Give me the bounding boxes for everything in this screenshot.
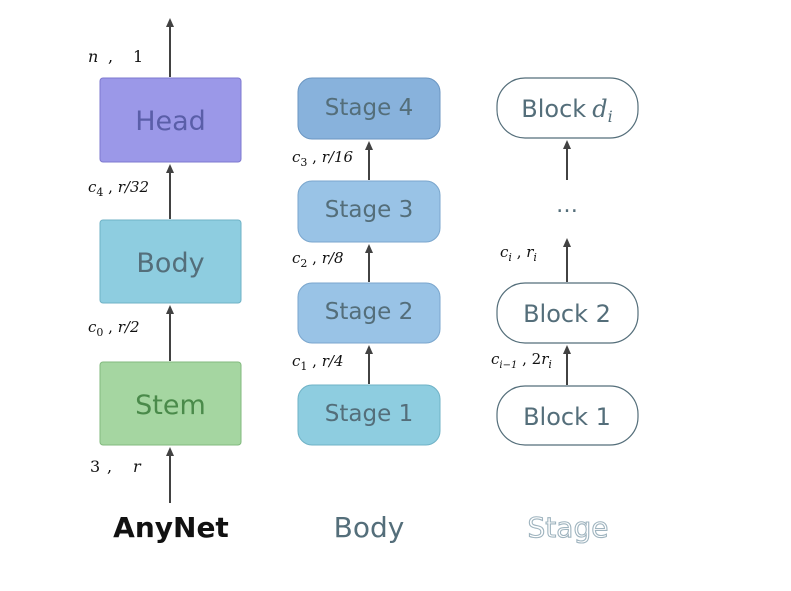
stage-1-label: Stage 1 — [325, 401, 413, 427]
s12-r: r/4 — [322, 352, 344, 370]
block-2-label: Block 2 — [523, 300, 611, 328]
s23-r: r/8 — [322, 249, 344, 267]
stage-3-label: Stage 3 — [325, 197, 413, 223]
b12-c-sub: i−1 — [499, 360, 517, 371]
stem-label: Stem — [135, 390, 206, 421]
block-di-label: Block di — [521, 95, 612, 126]
stage-4-box — [297, 77, 441, 140]
stage-3-4-label: c3 , r/16 — [292, 148, 353, 169]
output-label-n: n — [88, 47, 98, 66]
b12-r: r — [541, 350, 549, 368]
head-in-c: c — [88, 178, 97, 196]
input-label-r: r — [133, 457, 142, 476]
body-in-label: c0 , r/2 — [88, 318, 140, 339]
b12-r-sub: i — [548, 358, 552, 371]
head-in-label: c4 , r/32 — [88, 178, 149, 199]
anynet-title: AnyNet — [113, 511, 229, 544]
s34-r: r/16 — [322, 148, 354, 166]
s34-c: c — [292, 148, 301, 166]
body-in-r: r/2 — [118, 318, 140, 336]
ci-ri-c-sub: i — [508, 251, 512, 264]
head-in-r: r/32 — [118, 178, 149, 196]
s34-c-sub: 3 — [300, 156, 307, 169]
stage-column: Block di … ci , ri Block 2 ci−1 , 2ri Bl… — [491, 77, 639, 545]
body-box — [99, 219, 242, 304]
stage-2-box — [297, 282, 441, 344]
ellipsis: … — [556, 193, 578, 218]
stage-3-box — [297, 180, 441, 243]
body-title: Body — [334, 511, 405, 544]
input-label-3: 3 — [90, 457, 100, 476]
stage-1-box — [297, 384, 441, 446]
s23-c-sub: 2 — [300, 257, 307, 270]
block-1-label: Block 1 — [523, 403, 611, 431]
head-box — [99, 77, 242, 163]
ci-ri-c: c — [500, 243, 509, 261]
body-label: Body — [136, 248, 204, 279]
block-di-var: d — [592, 95, 607, 123]
s12-c-sub: 1 — [300, 360, 307, 373]
block-1-2-label: ci−1 , 2ri — [491, 350, 552, 371]
block-2-box — [496, 282, 639, 344]
anynet-column: n , 1 Head c4 , r/32 Body c0 , r/2 Stem … — [88, 18, 242, 544]
ci-ri-r: r — [526, 243, 534, 261]
stage-title: Stage — [528, 511, 609, 544]
output-label-1: 1 — [133, 47, 143, 66]
body-in-c-sub: 0 — [96, 326, 103, 339]
body-column: Stage 4 c3 , r/16 Stage 3 c2 , r/8 Stage… — [292, 77, 441, 544]
block-di-sub: i — [608, 107, 613, 126]
s23-c: c — [292, 249, 301, 267]
b12-c: c — [491, 350, 500, 368]
output-label-sep: , — [108, 47, 113, 66]
b12-two: 2 — [532, 350, 542, 368]
head-in-c-sub: 4 — [96, 186, 103, 199]
head-label: Head — [135, 106, 206, 137]
stage-1-2-label: c1 , r/4 — [292, 352, 344, 373]
stage-2-label: Stage 2 — [325, 299, 413, 325]
stem-box — [99, 361, 242, 446]
ci-ri-r-sub: i — [533, 251, 537, 264]
stage-4-label: Stage 4 — [325, 95, 413, 121]
block-di-box — [496, 77, 639, 139]
block-di-text: Block — [521, 95, 586, 123]
input-label-sep: , — [107, 457, 112, 476]
stage-2-3-label: c2 , r/8 — [292, 249, 344, 270]
body-in-c: c — [88, 318, 97, 336]
block-1-box — [496, 385, 639, 446]
ci-ri-label: ci , ri — [500, 243, 537, 264]
s12-c: c — [292, 352, 301, 370]
